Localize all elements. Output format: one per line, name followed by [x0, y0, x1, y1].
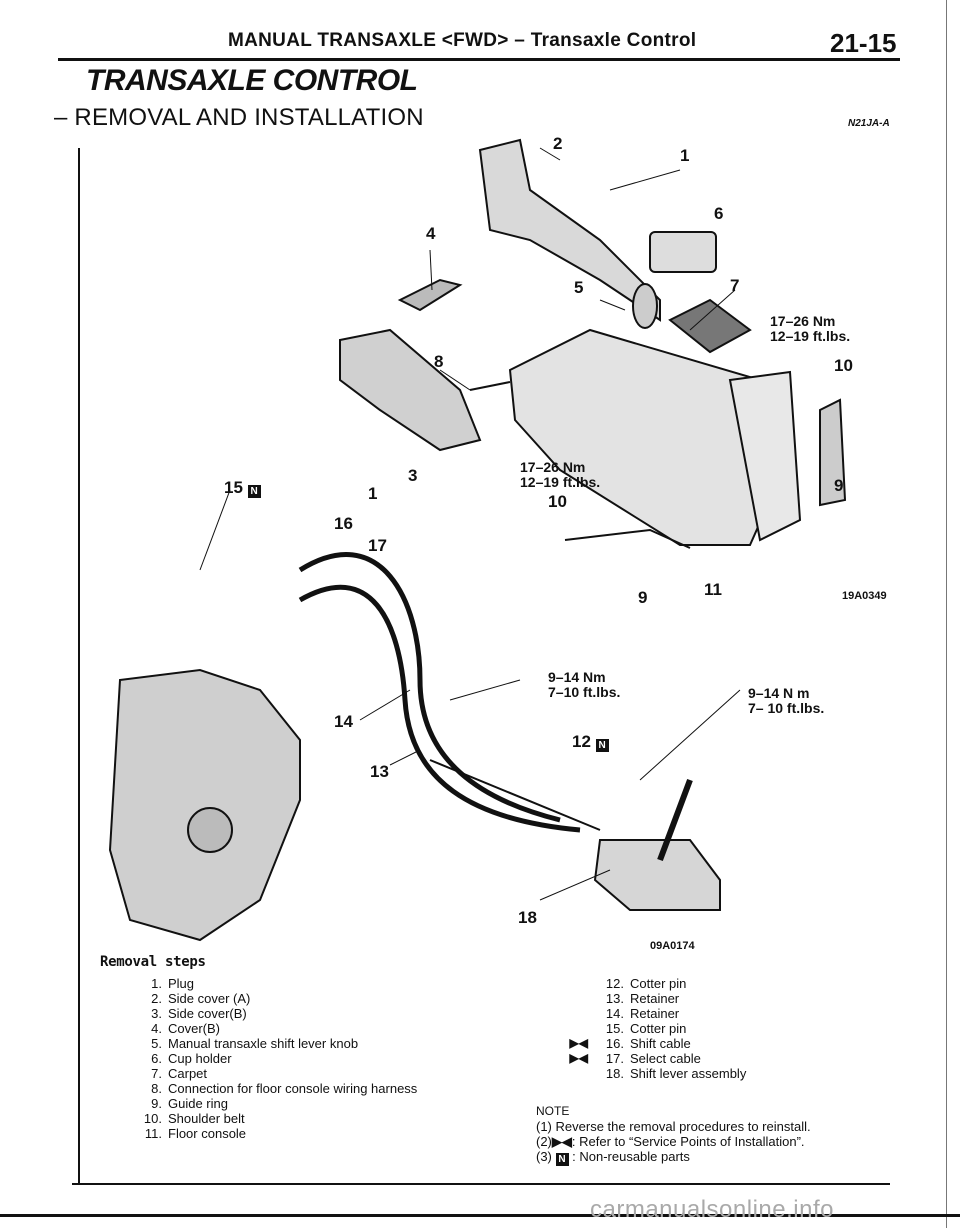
list-item: 11.Floor console — [144, 1126, 247, 1141]
callout-1-mid: 1 — [368, 484, 378, 503]
note-heading: NOTE — [536, 1104, 570, 1118]
callout-15: 15 N — [224, 478, 261, 498]
list-item: 5.Manual transaxle shift lever knob — [151, 1036, 359, 1051]
list-item: 7.Carpet — [151, 1066, 208, 1081]
note-line-2: (2)▶◀: Refer to “Service Points of Insta… — [536, 1134, 805, 1149]
page-header-title: MANUAL TRANSAXLE <FWD> – Transaxle Contr… — [228, 30, 697, 51]
callout-3: 3 — [408, 466, 418, 485]
non-reusable-badge-12: N — [595, 739, 609, 752]
callout-15-number: 15 — [224, 478, 243, 497]
list-item: 8.Connection for floor console wiring ha… — [151, 1081, 418, 1096]
header-rule — [58, 58, 900, 61]
callout-14: 14 — [334, 712, 353, 731]
transaxle-case-part — [108, 668, 301, 942]
list-marker — [558, 1006, 594, 1021]
callout-13: 13 — [370, 762, 389, 781]
right-edge-rule — [946, 0, 947, 1228]
torque-spec-1: 17–26 Nm 12–19 ft.lbs. — [770, 313, 851, 344]
torque-spec-3: 9–14 Nm 7–10 ft.lbs. — [548, 669, 621, 700]
callout-11: 11 — [704, 580, 722, 599]
list-item: 2.Side cover (A) — [151, 991, 251, 1006]
removal-steps-title: Removal steps — [100, 954, 206, 970]
carpet-part — [668, 298, 752, 354]
list-marker — [558, 1021, 594, 1036]
non-reusable-badge: N — [555, 1153, 569, 1166]
callout-10-right: 10 — [834, 356, 853, 375]
callout-2: 2 — [553, 134, 563, 153]
non-reusable-badge-15: N — [247, 485, 261, 498]
list-item: 1.Plug — [151, 976, 195, 991]
footer-rule — [72, 1183, 890, 1185]
figure-code-mid: 19A0349 — [842, 590, 887, 602]
figure-code-top: N21JA-A — [848, 118, 890, 129]
callout-5: 5 — [574, 278, 584, 297]
section-title: TRANSAXLE CONTROL — [86, 64, 418, 97]
left-margin-rule — [78, 148, 80, 1184]
side-cover-a-part — [478, 138, 661, 322]
watermark: carmanualsonline.info — [590, 1196, 834, 1223]
callout-6: 6 — [714, 204, 724, 223]
footer-rule-outer — [0, 1214, 960, 1217]
callout-9-right: 9 — [834, 476, 844, 495]
exploded-diagram — [108, 138, 847, 942]
list-marker — [558, 991, 594, 1006]
note-line-3: (3) N : Non-reusable parts — [536, 1149, 690, 1166]
callout-12: 12 N — [572, 732, 609, 752]
floor-console-part — [508, 328, 772, 546]
list-item: 14.Retainer — [558, 1006, 878, 1021]
side-cover-b-part — [339, 328, 482, 452]
callout-10-mid: 10 — [548, 492, 567, 511]
callout-7: 7 — [730, 276, 740, 295]
shift-knob-part — [632, 283, 658, 329]
service-point-marker: ▶◀ — [551, 1134, 572, 1149]
list-item: ▶◀17.Select cable — [558, 1051, 878, 1066]
cup-holder-part — [649, 231, 717, 273]
callout-1-top: 1 — [680, 146, 690, 165]
list-item: 9.Guide ring — [151, 1096, 228, 1111]
callout-18: 18 — [518, 908, 537, 927]
list-marker — [558, 1066, 594, 1081]
list-item: ▶◀16.Shift cable — [558, 1036, 878, 1051]
list-item: 4.Cover(B) — [151, 1021, 221, 1036]
cover-b-part — [397, 278, 463, 312]
list-item: 13.Retainer — [558, 991, 878, 1006]
note-block: NOTE (1) Reverse the removal procedures … — [536, 1104, 811, 1166]
list-item: 18.Shift lever assembly — [558, 1066, 878, 1081]
list-marker — [558, 976, 594, 991]
removal-steps-left: 1.Plug 2.Side cover (A) 3.Side cover(B) … — [132, 976, 432, 1141]
list-item: 10.Shoulder belt — [143, 1111, 245, 1126]
torque-spec-2: 17–26 Nm 12–19 ft.lbs. — [520, 459, 601, 490]
shift-lever-assembly-part — [593, 839, 721, 911]
torque-spec-4: 9–14 N m 7– 10 ft.lbs. — [748, 685, 825, 716]
removal-steps-right: 12.Cotter pin 13.Retainer 14.Retainer 15… — [558, 976, 878, 1081]
callout-8: 8 — [434, 352, 444, 371]
list-item: 12.Cotter pin — [558, 976, 878, 991]
list-item: 3.Side cover(B) — [151, 1006, 247, 1021]
page-number: 21-15 — [830, 28, 897, 58]
list-item: 15.Cotter pin — [558, 1021, 878, 1036]
callout-12-number: 12 — [572, 732, 591, 751]
figure-code-bottom: 09A0174 — [650, 940, 695, 952]
callout-9-mid: 9 — [638, 588, 648, 607]
service-point-marker: ▶◀ — [569, 1036, 588, 1050]
callout-17: 17 — [368, 536, 387, 555]
note-line-1: (1) Reverse the removal procedures to re… — [536, 1119, 811, 1134]
callout-16: 16 — [334, 514, 353, 533]
callout-4: 4 — [426, 224, 436, 243]
list-item: 6.Cup holder — [151, 1051, 232, 1066]
service-point-marker: ▶◀ — [569, 1051, 588, 1065]
subsection-title: – REMOVAL AND INSTALLATION — [54, 104, 424, 131]
